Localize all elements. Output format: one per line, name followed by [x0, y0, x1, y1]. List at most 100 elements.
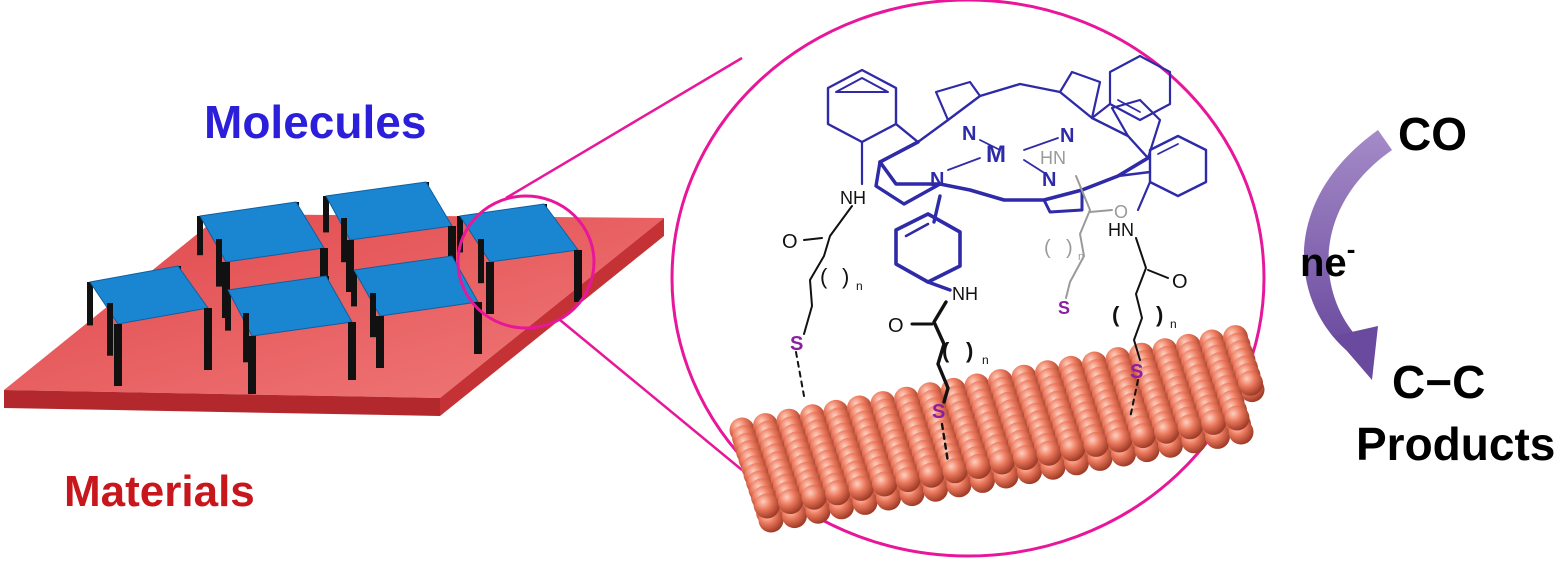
reaction-arrow-body — [1303, 130, 1392, 350]
nitrogen-label-left: N — [930, 169, 944, 191]
nitrogen-label-right: N — [1060, 125, 1074, 147]
chain-open-back: ( — [1044, 237, 1051, 259]
gold-atom — [801, 484, 827, 510]
bond-ph3-nh — [926, 280, 952, 292]
table-leg — [204, 308, 212, 370]
bond-m-n-top — [979, 139, 1001, 151]
table-leg — [114, 324, 122, 386]
bond-m-n-bottom — [1023, 159, 1047, 175]
table-leg — [457, 216, 463, 253]
phenyl-ring-front — [894, 212, 962, 284]
oxygen-left: O — [782, 231, 798, 253]
gold-atom — [1130, 423, 1156, 449]
gold-atom — [825, 480, 850, 506]
molecule-tables — [87, 181, 582, 394]
pyrrole-ring-right — [1110, 98, 1162, 160]
oxygen-front: O — [888, 315, 904, 337]
gold-atom — [1201, 409, 1226, 435]
gold-atom — [872, 471, 897, 497]
electron-label-sup: - — [1347, 234, 1356, 264]
molecules-label: Molecules — [204, 96, 426, 148]
gold-atom — [895, 467, 921, 493]
linker-left — [803, 205, 853, 335]
gold-atom — [942, 458, 968, 484]
macrocycle-front — [878, 140, 1150, 202]
table-leg — [376, 316, 384, 368]
gold-atom — [1154, 418, 1179, 444]
bond-ph4-inner — [1157, 143, 1179, 155]
chain-close-back: ) — [1066, 237, 1073, 259]
gold-atom — [1013, 445, 1038, 471]
linker-back-carbonyl — [1089, 209, 1113, 213]
sulfur-right: S — [1130, 361, 1143, 383]
product-label-line1: C−C — [1392, 356, 1485, 408]
table-leg — [341, 218, 347, 263]
chain-close-right: ) — [1156, 302, 1163, 327]
table-leg — [225, 290, 231, 331]
molecule-table — [87, 265, 212, 386]
chain-close-left: ) — [842, 264, 849, 289]
gold-surface — [729, 325, 1265, 533]
gold-atom — [919, 462, 944, 488]
table-leg — [351, 270, 357, 307]
table-leg — [248, 336, 256, 394]
bond-ph3-inner — [904, 222, 930, 238]
chain-open-left: ( — [820, 264, 828, 289]
gold-atom — [1224, 405, 1250, 431]
linker-back — [1065, 175, 1091, 299]
amide-nh-front: NH — [952, 284, 978, 304]
gold-atom — [754, 493, 780, 519]
gold-atom — [1036, 440, 1062, 466]
pyrrole-ring-front-left — [874, 160, 942, 206]
chain-sub-right: n — [1170, 317, 1177, 331]
product-label-line2: Products — [1356, 418, 1555, 470]
table-leg — [197, 216, 203, 256]
chain-sub-back: n — [1078, 251, 1084, 263]
table-leg — [87, 282, 93, 326]
gold-atom — [1060, 436, 1085, 462]
bond-ph4-nh — [1136, 180, 1152, 212]
bond-ph2-core — [1090, 102, 1112, 120]
nitrogen-label-bottom: N — [1042, 169, 1056, 191]
oxygen-back: O — [1114, 202, 1128, 222]
chain-close-front: ) — [966, 338, 973, 363]
pyrrole-hn-label: HN — [1040, 148, 1066, 168]
gold-atom — [778, 489, 803, 515]
gold-atom — [1107, 427, 1132, 453]
molecule-table — [457, 203, 582, 314]
zoom-line-bottom — [559, 319, 743, 471]
chain-sub-front: n — [982, 353, 989, 367]
table-leg — [346, 240, 354, 292]
linker-front-to-surface — [940, 422, 950, 464]
amide-hn-right: HN — [1108, 220, 1134, 240]
linker-right-to-surface — [1129, 379, 1139, 419]
plate-front-edge — [4, 390, 440, 416]
table-leg — [216, 239, 222, 287]
electron-label-base: ne — [1300, 241, 1347, 285]
linker-left-carbonyl — [803, 237, 823, 241]
reactant-co-label: CO — [1398, 108, 1467, 160]
bond-ph2-inner — [1117, 99, 1141, 113]
chain-sub-left: n — [856, 279, 863, 293]
gold-atom — [966, 453, 991, 479]
bond-ph1-core — [894, 122, 920, 144]
pyrrole-ring-back-right — [1058, 70, 1102, 120]
metal-label: M — [986, 141, 1006, 168]
macrocycle-back — [916, 82, 1150, 160]
table-leg — [323, 196, 329, 233]
gold-atom — [848, 475, 874, 501]
table-leg — [370, 293, 376, 338]
linker-left-to-surface — [795, 351, 805, 397]
table-leg — [486, 262, 494, 314]
amide-nh-left: NH — [840, 188, 866, 208]
phenyl-ring-top-left-inner — [835, 77, 889, 93]
sulfur-left: S — [790, 333, 803, 355]
pyrrole-ring-back-left — [934, 80, 982, 122]
table-leg — [107, 303, 113, 356]
linker-right — [1133, 237, 1147, 361]
nitrogen-label-top: N — [962, 123, 976, 145]
atom-labels: M N N N N HN NH O ( ) n S NH O ( ) n S O… — [782, 123, 1188, 423]
molecule-table — [225, 275, 356, 394]
gold-atom — [1083, 431, 1109, 457]
